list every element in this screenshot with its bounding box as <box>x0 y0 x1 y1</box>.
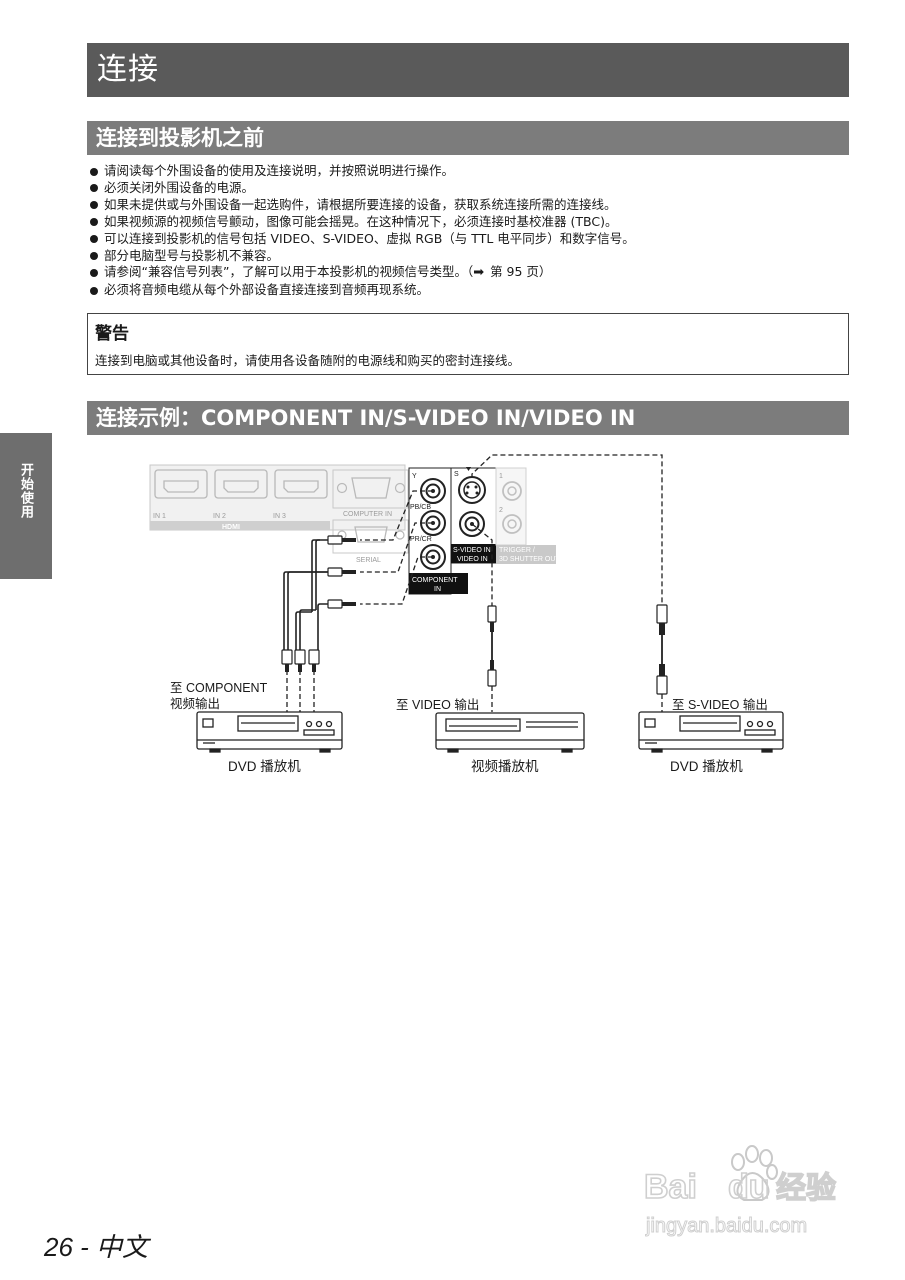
label-to-component-output: 至 COMPONENT <box>170 681 268 695</box>
baidu-watermark-logo: Bai du 经验 jingyan.baidu.com <box>640 1140 855 1240</box>
label-to-component-output-2: 视频输出 <box>170 697 221 711</box>
computer-in-port: COMPUTER IN <box>332 469 409 518</box>
device-label-dvd-2: DVD 播放机 <box>670 759 743 774</box>
page-title: 连接 <box>87 43 849 97</box>
list-item: 必须关闭外围设备的电源。 <box>88 180 848 197</box>
dashed-line-svideo <box>471 454 663 605</box>
watermark-url: jingyan.baidu.com <box>645 1215 807 1237</box>
label-pb: PB/CB <box>410 504 431 511</box>
watermark-brand-cn: 经验 <box>776 1171 836 1206</box>
list-item: 可以连接到投影机的信号包括 VIDEO、S-VIDEO、虚拟 RGB（与 TTL… <box>88 231 848 248</box>
label-in1: IN 1 <box>153 513 166 520</box>
label-video-in: VIDEO IN <box>457 556 488 563</box>
list-item: 请阅读每个外围设备的使用及连接说明，并按照说明进行操作。 <box>88 163 848 180</box>
section-heading-before-connecting: 连接到投影机之前 <box>87 121 849 155</box>
dvd-player-2 <box>638 711 784 753</box>
section-heading-connection-example: 连接示例：COMPONENT IN/S-VIDEO IN/VIDEO IN <box>87 401 849 435</box>
triangle-marker-icon <box>466 467 471 471</box>
label-serial: SERIAL <box>356 557 381 564</box>
label-to-video-output: 至 VIDEO 输出 <box>396 698 480 712</box>
watermark-brand-left: Bai <box>644 1168 697 1206</box>
label-computer-in: COMPUTER IN <box>343 511 392 518</box>
label-y: Y <box>412 473 417 480</box>
component-in-jacks: Y PB/CB PR/CR COMPONENT IN <box>408 467 468 595</box>
label-trigger-1: 1 <box>499 473 503 480</box>
hdmi-port-3 <box>274 469 328 499</box>
device-label-dvd-1: DVD 播放机 <box>228 759 301 774</box>
dvd-player-1 <box>196 711 343 753</box>
device-label-video-player: 视频播放机 <box>471 759 539 774</box>
label-in3: IN 3 <box>273 513 286 520</box>
list-item: 部分电脑型号与投影机不兼容。 <box>88 248 848 265</box>
hdmi-port-2 <box>214 469 268 499</box>
label-pr: PR/CR <box>410 536 432 543</box>
warning-title: 警告 <box>95 324 129 344</box>
list-item: 如果视频源的视频信号颤动，图像可能会摇晃。在这种情况下，必须连接时基校准器 (T… <box>88 214 848 231</box>
arrow-right-icon: ➡ <box>473 265 485 281</box>
dashed-line-y <box>360 490 433 541</box>
trigger-jacks: 1 2 TRIGGER / 3D SHUTTER OUT <box>495 467 560 564</box>
warning-box: 警告 连接到电脑或其他设备时，请使用各设备随附的电源线和购买的密封连接线。 <box>87 313 849 375</box>
label-component-in-2: IN <box>434 586 441 593</box>
label-trigger-2: 2 <box>499 507 503 514</box>
video-player <box>435 712 585 753</box>
label-component-in: COMPONENT <box>412 577 458 584</box>
list-item: 请参阅“兼容信号列表”，了解可以用于本投影机的视频信号类型。（➡ 第 95 页） <box>88 264 848 282</box>
hdmi-port-1 <box>154 469 208 499</box>
list-item: 如果未提供或与外围设备一起选购件，请根据所要连接的设备，获取系统连接所需的连接线… <box>88 197 848 214</box>
projector-rear-panel: IN 1 IN 2 IN 3 HDMI COMPUTER IN SERIAL Y <box>149 464 560 595</box>
svideo-cable <box>656 604 668 695</box>
label-s: S <box>454 471 459 478</box>
list-item-text: 请参阅“兼容信号列表”，了解可以用于本投影机的视频信号类型。（ <box>104 264 474 280</box>
page-reference-link[interactable]: 第 95 页） <box>486 264 552 280</box>
serial-port: SERIAL <box>332 519 409 564</box>
warning-text: 连接到电脑或其他设备时，请使用各设备随附的电源线和购买的密封连接线。 <box>95 353 521 368</box>
label-in2: IN 2 <box>213 513 226 520</box>
watermark-brand-mid: du <box>728 1168 770 1206</box>
dashed-line-pb <box>360 522 433 573</box>
video-cable <box>487 605 497 687</box>
precautions-list: 请阅读每个外围设备的使用及连接说明，并按照说明进行操作。 必须关闭外围设备的电源… <box>88 163 848 299</box>
label-svideo-in: S-VIDEO IN <box>453 547 491 554</box>
label-3d-shutter-out: 3D SHUTTER OUT <box>499 556 560 563</box>
baidu-paw-icon: Bai du 经验 jingyan.baidu.com <box>643 1145 837 1238</box>
side-tab-label: 开始使用 <box>18 463 33 519</box>
component-plugs-top <box>327 535 356 609</box>
side-tab: 开始使用 <box>0 433 52 579</box>
label-to-svideo-output: 至 S-VIDEO 输出 <box>672 698 768 712</box>
svideo-video-jacks: S S-VIDEO IN VIDEO IN <box>450 467 497 564</box>
label-hdmi: HDMI <box>222 524 240 531</box>
dashed-connection-lines <box>286 454 663 712</box>
list-item: 必须将音频电缆从每个外部设备直接连接到音频再现系统。 <box>88 282 848 299</box>
component-cables <box>283 539 328 650</box>
dashed-line-video <box>471 523 493 606</box>
label-trigger: TRIGGER / <box>499 547 535 554</box>
component-plugs-bottom <box>281 649 320 672</box>
page-number: 26 - 中文 <box>44 1232 149 1262</box>
